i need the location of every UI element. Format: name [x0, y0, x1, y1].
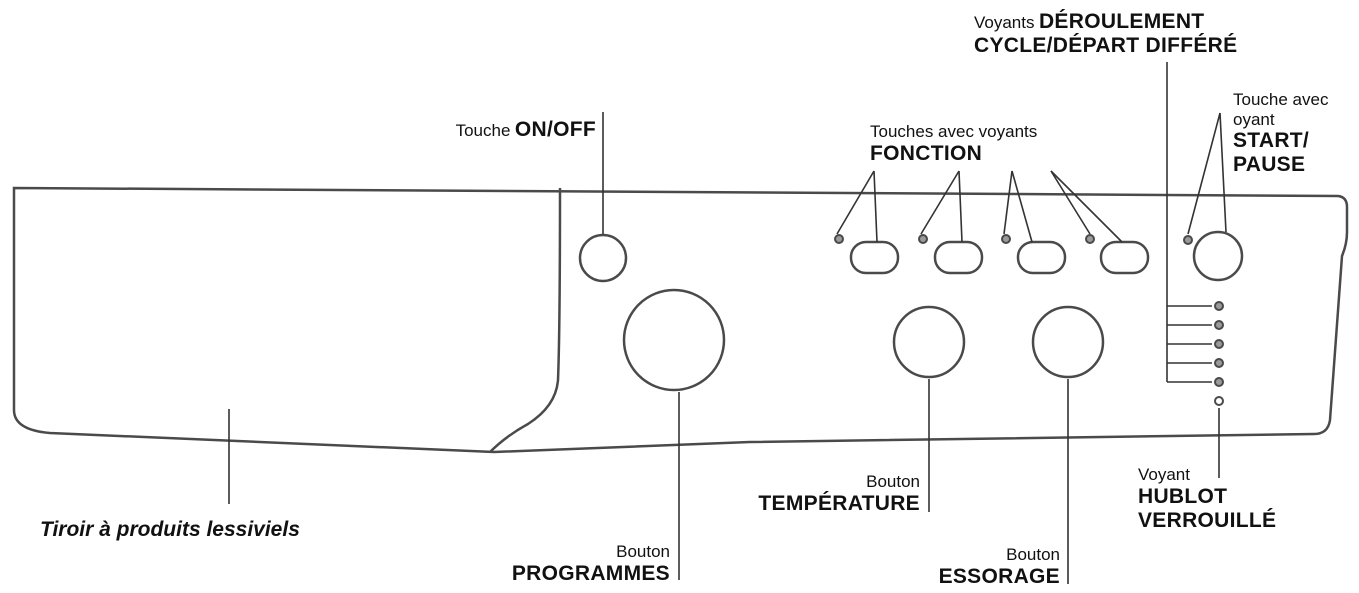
- label-essorage-bold: ESSORAGE: [938, 564, 1060, 588]
- leader-fonction-btn-1: [873, 170, 878, 243]
- label-temperature: Bouton TEMPÉRATURE: [700, 472, 920, 516]
- start-pause-led: [1183, 235, 1193, 245]
- label-start-line1: Touche avec: [1233, 90, 1329, 109]
- label-temperature-prefix: Bouton: [866, 472, 920, 491]
- label-essorage-prefix: Bouton: [1006, 545, 1060, 564]
- function-led-3: [1001, 234, 1011, 244]
- onoff-button[interactable]: [578, 233, 628, 283]
- cycle-led-5: [1214, 377, 1224, 387]
- label-start-bold1: START/: [1233, 129, 1310, 153]
- function-led-1: [834, 234, 844, 244]
- function-led-4: [1085, 234, 1095, 244]
- leader-fonction-btn-4: [1050, 170, 1123, 243]
- function-button-3[interactable]: [1016, 240, 1067, 275]
- cycle-led-2: [1214, 320, 1224, 330]
- label-programmes: Bouton PROGRAMMES: [440, 542, 670, 586]
- label-hublot-bold2: VERROUILLÉ: [1138, 508, 1277, 532]
- label-hublot-bold1: HUBLOT: [1138, 484, 1228, 508]
- label-onoff-prefix: Touche: [455, 121, 511, 140]
- leader-start-btn: [1219, 112, 1227, 233]
- drawer-divider: [489, 187, 562, 453]
- label-onoff: Touche ON/OFF: [380, 118, 596, 142]
- leader-fonction-btn-2: [958, 170, 963, 243]
- cycle-led-4: [1214, 358, 1224, 368]
- label-tiroir: Tiroir à produits lessiviels: [40, 518, 300, 541]
- label-start-bold2: PAUSE: [1233, 153, 1306, 177]
- leader-fonction-btn-3: [1011, 170, 1033, 243]
- cycle-led-3: [1214, 339, 1224, 349]
- label-hublot: Voyant HUBLOT VERROUILLÉ: [1138, 465, 1276, 533]
- label-deroulement-bold2: CYCLE/DÉPART DIFFÉRÉ: [974, 34, 1238, 58]
- start-pause-button[interactable]: [1192, 230, 1244, 282]
- essorage-knob[interactable]: [1031, 305, 1105, 379]
- label-programmes-bold: PROGRAMMES: [511, 561, 670, 585]
- label-start-pause: Touche avec oyant START/ PAUSE: [1233, 90, 1328, 177]
- function-button-1[interactable]: [849, 240, 900, 275]
- leader-start-led: [1187, 112, 1221, 235]
- label-temperature-bold: TEMPÉRATURE: [758, 491, 920, 515]
- function-button-2[interactable]: [933, 240, 984, 275]
- function-button-4[interactable]: [1099, 240, 1150, 275]
- panel-outline: [12, 186, 1349, 454]
- leader-fonction-led-2: [920, 170, 960, 235]
- label-fonction: Touches avec voyants FONCTION: [870, 122, 1037, 166]
- label-hublot-prefix: Voyant: [1138, 465, 1190, 484]
- label-fonction-bold: FONCTION: [870, 141, 983, 165]
- label-deroulement-bold1: DÉROULEMENT: [1038, 10, 1205, 33]
- label-start-line2: oyant: [1233, 109, 1275, 129]
- hublot-led: [1214, 396, 1224, 406]
- label-deroulement-prefix: Voyants: [974, 13, 1035, 32]
- label-fonction-prefix: Touches avec voyants: [870, 122, 1038, 141]
- label-deroulement: Voyants DÉROULEMENT CYCLE/DÉPART DIFFÉRÉ: [974, 10, 1237, 58]
- label-programmes-prefix: Bouton: [616, 542, 670, 561]
- label-essorage: Bouton ESSORAGE: [860, 545, 1060, 589]
- temperature-knob[interactable]: [892, 305, 966, 379]
- leader-fonction-led-4: [1050, 170, 1091, 235]
- cycle-led-1: [1214, 301, 1224, 311]
- label-onoff-bold: ON/OFF: [514, 118, 596, 141]
- leader-fonction-led-1: [836, 170, 875, 235]
- leader-fonction-led-3: [1003, 170, 1013, 235]
- function-led-2: [918, 234, 928, 244]
- programmes-knob[interactable]: [622, 288, 726, 392]
